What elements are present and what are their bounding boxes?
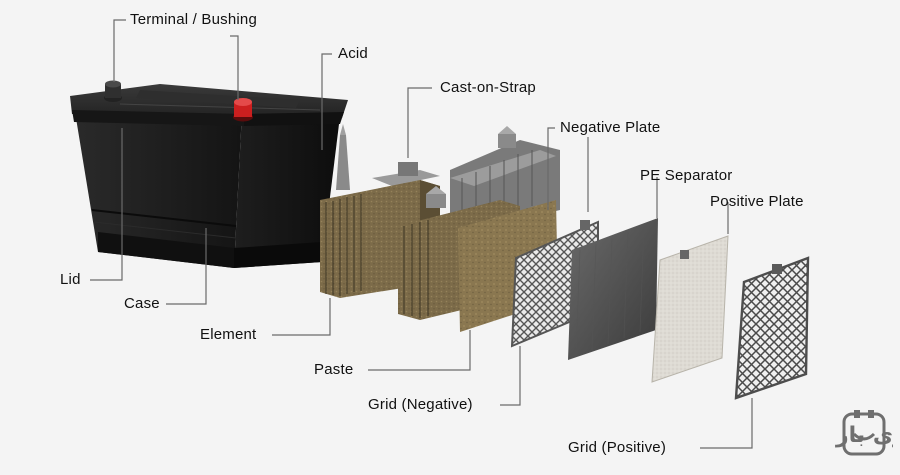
watermark-text: باتری باز (835, 423, 893, 448)
label-paste: Paste (314, 361, 354, 378)
positive-terminal (233, 98, 253, 122)
battery-lid (70, 84, 348, 126)
label-pe-separator: PE Separator (640, 167, 733, 184)
label-case: Case (124, 295, 160, 312)
leader-lines (90, 19, 753, 449)
label-lid: Lid (60, 271, 81, 288)
label-terminal-bushing: Terminal / Bushing (130, 11, 257, 28)
watermark-logo: باتری باز (708, 408, 893, 468)
label-element: Element (200, 326, 257, 343)
watermark-logo-mark: باتری باز (835, 410, 893, 456)
label-grid-negative: Grid (Negative) (368, 396, 473, 413)
label-negative-plate: Negative Plate (560, 119, 661, 136)
label-positive-plate: Positive Plate (710, 193, 804, 210)
negative-plate (568, 218, 658, 360)
negative-terminal (104, 80, 122, 102)
battery-case (75, 112, 340, 268)
label-grid-positive: Grid (Positive) (568, 439, 667, 456)
positive-grid (734, 256, 810, 400)
pe-separator (651, 235, 729, 383)
label-acid: Acid (338, 45, 368, 62)
label-cast-on-strap: Cast-on-Strap (440, 79, 536, 96)
